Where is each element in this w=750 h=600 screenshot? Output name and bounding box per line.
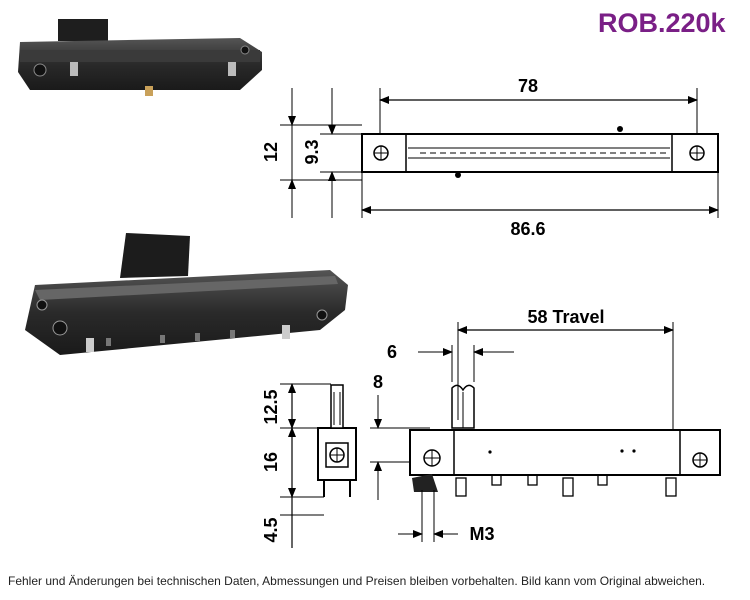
- dim-side-mid: 16: [261, 452, 281, 472]
- product-photo-side: [25, 233, 348, 355]
- dim-side-top: 12.5: [261, 389, 281, 424]
- product-photo-top: [18, 19, 262, 96]
- product-title: ROB.220k: [598, 8, 726, 38]
- dim-height-inner: 9.3: [302, 139, 322, 164]
- front-view-drawing: 58 Travel 6 8 M3: [370, 307, 721, 544]
- dim-total-length: 86.6: [510, 219, 545, 239]
- top-view-drawing: 78 86.6 12 9.3: [261, 76, 719, 239]
- disclaimer-footer: Fehler und Änderungen bei technischen Da…: [8, 574, 706, 588]
- dim-screw: M3: [469, 524, 494, 544]
- side-view-drawing: 12.5 16 4.5: [261, 383, 357, 548]
- dim-travel: 58 Travel: [527, 307, 604, 327]
- dim-knob-width: 6: [387, 342, 397, 362]
- dim-top-length: 78: [518, 76, 538, 96]
- dim-knob-height: 8: [373, 372, 383, 392]
- dim-side-bottom: 4.5: [261, 517, 281, 542]
- dim-height-outer: 12: [261, 142, 281, 162]
